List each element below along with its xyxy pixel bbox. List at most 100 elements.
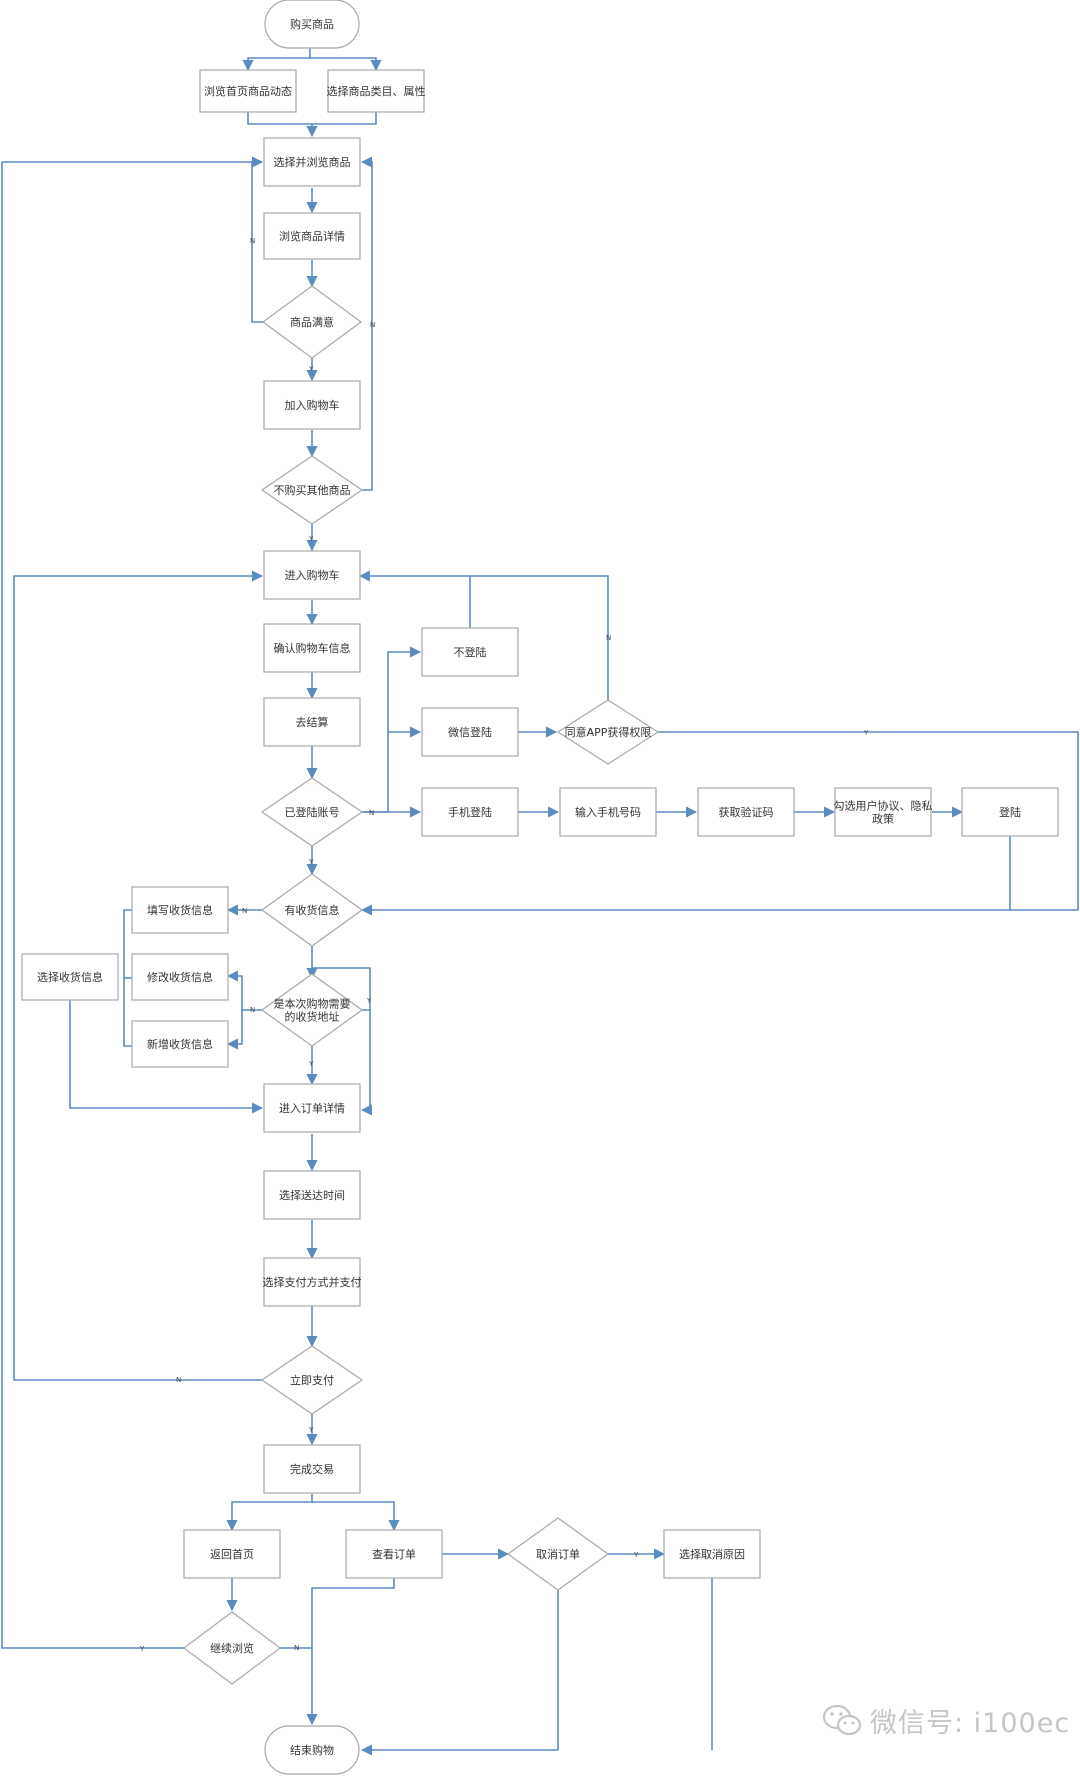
watermark: 微信号: i100ec <box>822 1698 1070 1742</box>
node-label: 输入手机号码 <box>575 805 641 819</box>
label-nomore-yes: Y <box>308 535 314 543</box>
node-has-address: 有收货信息 <box>260 873 364 947</box>
node-order-detail: 进入订单详情 <box>263 1083 361 1133</box>
decision-diamond <box>261 285 363 359</box>
node-label: 进入购物车 <box>285 568 340 582</box>
process-box <box>421 627 519 677</box>
node-label: 有收货信息 <box>285 903 340 917</box>
node-label: 已登陆账号 <box>285 805 340 819</box>
node-label: 返回首页 <box>210 1547 254 1561</box>
process-box <box>421 707 519 757</box>
node-continue: 继续浏览 <box>183 1611 281 1685</box>
wechat-icon <box>822 1704 862 1736</box>
node-browse-home: 浏览首页商品动态 <box>199 69 297 113</box>
node-label: 修改收货信息 <box>147 970 213 984</box>
node-label: 商品满意 <box>290 315 334 329</box>
process-box <box>131 1020 229 1068</box>
process-box <box>263 1444 361 1494</box>
node-label: 不购买其他商品 <box>274 483 351 497</box>
node-label: 选择收货信息 <box>37 970 103 984</box>
node-wechat-login: 微信登陆 <box>421 707 519 757</box>
process-box <box>131 886 229 934</box>
node-done: 完成交易 <box>263 1444 361 1494</box>
process-box <box>263 212 361 260</box>
edge-start-split <box>242 48 311 72</box>
node-no-login: 不登陆 <box>421 627 519 677</box>
node-home: 返回首页 <box>183 1529 281 1579</box>
label-agree-no: N <box>606 634 611 642</box>
watermark-text: 微信号: i100ec <box>870 1707 1071 1739</box>
node-label: 同意APP获得权限 <box>565 725 652 739</box>
decision-diamond <box>183 1611 281 1685</box>
label-satisfied-yes: Y <box>308 365 314 373</box>
process-box <box>263 550 361 600</box>
node-label: 立即支付 <box>290 1373 334 1387</box>
node-confirm-cart: 确认购物车信息 <box>263 623 361 673</box>
node-label: 查看订单 <box>372 1547 416 1561</box>
node-pay: 选择支付方式并支付 <box>263 1257 362 1307</box>
process-box <box>131 953 229 1001</box>
node-label: 加入购物车 <box>285 398 340 412</box>
process-box <box>663 1529 761 1579</box>
node-get-code: 获取验证码 <box>697 787 795 837</box>
node-modify-address: 修改收货信息 <box>131 953 229 1001</box>
node-label: 是本次购物需要 <box>274 997 351 1011</box>
edge-start-split-right <box>310 57 382 72</box>
node-label: 选择并浏览商品 <box>274 155 351 169</box>
node-phone-login: 手机登陆 <box>421 787 519 837</box>
node-cancel-reason: 选择取消原因 <box>663 1529 761 1579</box>
decision-diamond <box>506 1517 610 1591</box>
label-loggedin-yes: Y <box>308 858 314 866</box>
process-box <box>697 787 795 837</box>
label-continue-yes: Y <box>139 1645 145 1653</box>
edge-cancel-end <box>360 1590 559 1756</box>
label-needed-down: Y <box>308 1060 314 1068</box>
node-label: 浏览首页商品动态 <box>204 84 292 98</box>
node-label: 购买商品 <box>290 17 334 31</box>
edge-vieworder-end <box>306 1578 395 1726</box>
decision-diamond <box>556 699 660 765</box>
process-box <box>345 1529 443 1579</box>
node-delivery-time: 选择送达时间 <box>263 1170 361 1220</box>
label-agree-yes: Y <box>863 729 869 737</box>
node-label: 完成交易 <box>290 1462 334 1476</box>
label-cancel-yes: Y <box>633 1551 639 1559</box>
node-label: 结束购物 <box>290 1743 334 1757</box>
process-box <box>183 1529 281 1579</box>
edge-done-split <box>226 1494 313 1532</box>
node-browse-detail: 浏览商品详情 <box>263 212 361 260</box>
process-box <box>559 787 657 837</box>
node-label: 登陆 <box>999 805 1021 819</box>
label-paynow-no: N <box>176 1376 181 1384</box>
label-address-no: N <box>242 907 247 915</box>
process-box <box>834 787 932 837</box>
terminal-shape <box>264 1725 360 1775</box>
edges <box>1 48 1079 1756</box>
process-box <box>263 623 361 673</box>
node-label: 新增收货信息 <box>147 1037 213 1051</box>
process-box <box>263 380 361 430</box>
node-label: 选择送达时间 <box>279 1188 345 1202</box>
process-box <box>263 1170 361 1220</box>
edge-browse-merge <box>247 112 312 125</box>
node-label: 选择取消原因 <box>679 1547 745 1561</box>
edge-done-vieworder <box>312 1501 400 1532</box>
node-add-cart: 加入购物车 <box>263 380 361 430</box>
node-label: 选择商品类目、属性 <box>327 84 426 98</box>
edge-needed-no <box>226 970 262 1011</box>
edge-paynow-no <box>13 570 264 1381</box>
process-box <box>199 69 297 113</box>
process-box <box>263 697 361 747</box>
node-enter-cart: 进入购物车 <box>263 550 361 600</box>
node-no-more: 不购买其他商品 <box>260 455 364 525</box>
node-label: 手机登陆 <box>448 805 492 819</box>
node-label: 确认购物车信息 <box>274 641 351 655</box>
edge-needed-yes-loop <box>311 967 371 1011</box>
node-label: 继续浏览 <box>210 1641 254 1655</box>
node-label: 去结算 <box>296 715 329 729</box>
node-select-category: 选择商品类目、属性 <box>327 69 426 113</box>
node-satisfied: 商品满意 <box>261 285 363 359</box>
